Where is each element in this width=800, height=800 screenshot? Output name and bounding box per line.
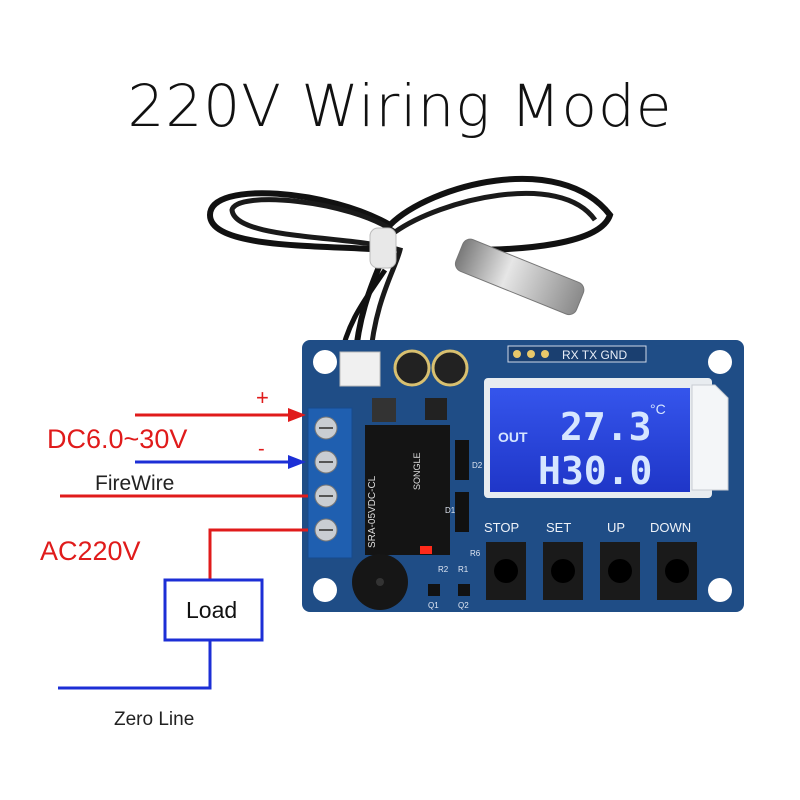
set-button[interactable] xyxy=(543,542,583,600)
firewire-label: FireWire xyxy=(95,472,174,495)
zero-line-label: Zero Line xyxy=(114,709,194,730)
diagram-title: 220V Wiring Mode xyxy=(127,72,673,140)
down-button[interactable] xyxy=(657,542,697,600)
status-led xyxy=(420,546,432,554)
relay-brand: SONGLE xyxy=(412,452,422,490)
dc-negative-wire xyxy=(135,455,306,469)
uart-label: RX TX GND xyxy=(562,348,627,362)
mount-hole xyxy=(313,350,337,374)
lcd-unit: °C xyxy=(650,401,666,417)
transistor-q2 xyxy=(458,584,470,596)
silk-q2: Q2 xyxy=(458,601,469,610)
controller-board: RX TX GND SRA-05VDC-CL SONGLE D2 D1 R6 R… xyxy=(302,340,744,612)
relay-model: SRA-05VDC-CL xyxy=(367,475,378,548)
diode-d2 xyxy=(455,440,469,480)
lcd-backlight xyxy=(691,384,729,491)
capacitor xyxy=(431,349,469,387)
silk-r6: R6 xyxy=(470,549,481,558)
mount-hole xyxy=(313,578,337,602)
dc-input-label: DC6.0~30V xyxy=(47,424,187,454)
silk-d2: D2 xyxy=(472,461,483,470)
ic-chip xyxy=(425,398,447,420)
inductor xyxy=(372,398,396,422)
probe-connector xyxy=(339,351,381,387)
button-label-stop: STOP xyxy=(484,520,519,535)
button-group: STOP SET UP DOWN xyxy=(484,520,697,600)
silk-d1: D1 xyxy=(445,506,456,515)
temperature-probe xyxy=(206,175,614,361)
zero-line-wire xyxy=(58,640,212,690)
button-label-set: SET xyxy=(546,520,571,535)
probe-sensor xyxy=(454,238,585,316)
relay xyxy=(365,425,450,555)
mount-hole xyxy=(708,578,732,602)
transistor-q1 xyxy=(428,584,440,596)
mount-hole xyxy=(708,350,732,374)
silk-q1: Q1 xyxy=(428,601,439,610)
minus-sign: - xyxy=(258,438,265,460)
load-label: Load xyxy=(186,597,237,623)
lcd-temperature: 27.3 xyxy=(560,405,652,449)
uart-header xyxy=(507,345,647,363)
ac-input-label: AC220V xyxy=(40,536,141,566)
capacitor xyxy=(393,349,431,387)
cable-clip xyxy=(369,227,397,269)
lcd-setpoint: H30.0 xyxy=(538,449,652,493)
lcd-out: OUT xyxy=(498,429,528,445)
diode-d1 xyxy=(455,492,469,532)
silk-r2: R2 xyxy=(438,565,449,574)
button-label-down: DOWN xyxy=(650,520,691,535)
up-button[interactable] xyxy=(600,542,640,600)
silk-r1: R1 xyxy=(458,565,469,574)
dc-positive-wire xyxy=(135,408,306,422)
load-feed-wire xyxy=(208,528,308,580)
plus-sign: + xyxy=(256,385,269,410)
load-box xyxy=(163,578,264,642)
terminal-block xyxy=(307,407,353,559)
stop-button[interactable] xyxy=(486,542,526,600)
button-label-up: UP xyxy=(607,520,625,535)
lcd-screen xyxy=(490,388,690,492)
